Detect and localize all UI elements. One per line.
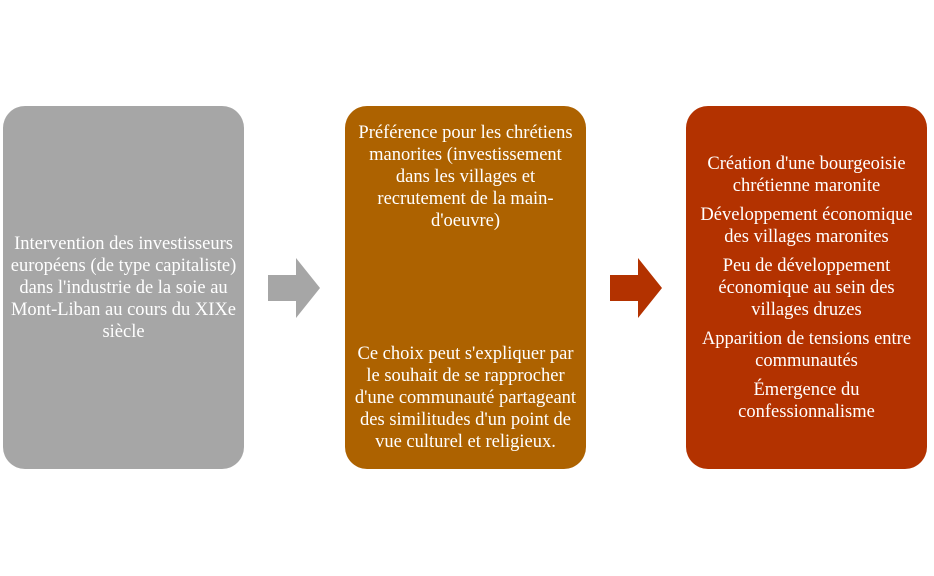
arrow-right-icon (610, 258, 662, 318)
choice-text: Préférence pour les chrétiens manorites … (358, 123, 573, 231)
choice-box: Préférence pour les chrétiens manorites … (345, 106, 586, 469)
arrow-right-icon (268, 258, 320, 318)
consequence-item: Apparition de tensions entre communautés (701, 328, 912, 371)
consequence-item: Création d'une bourgeoisie chrétienne ma… (707, 153, 906, 196)
consequence-item: Développement économique des villages ma… (700, 204, 913, 247)
consequences-box: Création d'une bourgeoisie chrétienne ma… (686, 106, 927, 469)
cause-box: Intervention des investisseurs européens… (3, 106, 244, 469)
cause-text: Intervention des investisseurs européens… (10, 233, 237, 342)
explanation-text: Ce choix peut s'expliquer par le souhait… (354, 344, 577, 452)
consequence-item: Peu de développement économique au sein … (718, 255, 895, 320)
consequence-item: Émergence du confessionnalisme (738, 379, 875, 422)
